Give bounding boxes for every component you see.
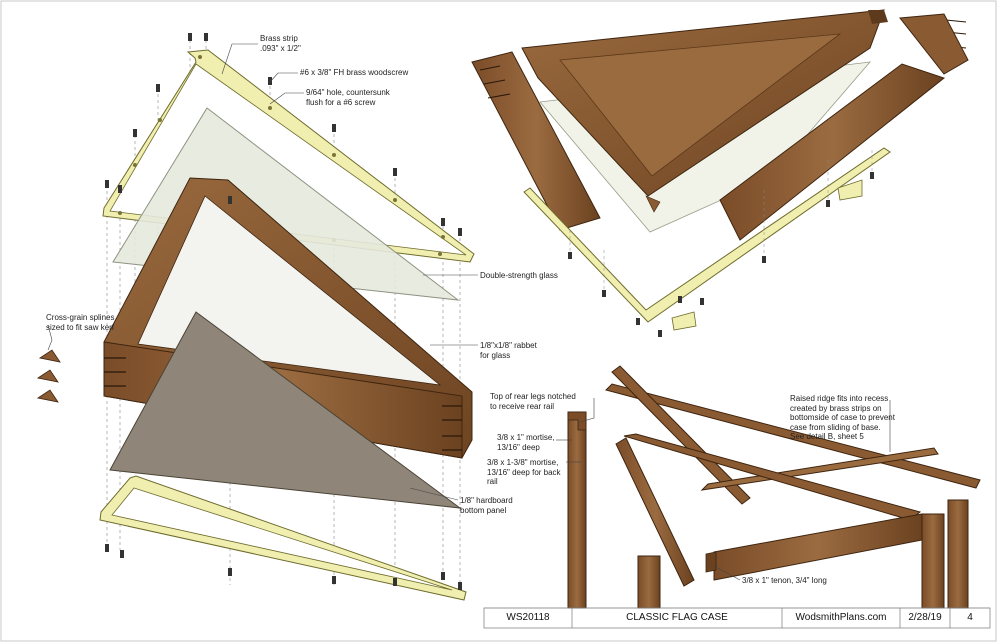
title-block	[483, 607, 991, 629]
callout-woodscrew: #6 x 3/8" FH brass woodscrew	[300, 68, 409, 77]
callout-rear-legs: Top of rear legs notched to receive rear…	[490, 392, 576, 411]
callout-splines: Cross-grain splines sized to fit saw ker…	[46, 313, 115, 332]
callout-hardboard: 1/8" hardboard bottom panel	[460, 496, 513, 515]
callout-rabbet: 1/8"x1/8" rabbet for glass	[480, 341, 537, 360]
corner-assembly	[471, 9, 969, 337]
screw-icons	[105, 33, 462, 590]
plan-number: WS20118	[506, 612, 550, 623]
callout-mortise-1: 3/8 x 1" mortise, 13/16" deep	[497, 433, 555, 452]
callout-glass: Double-strength glass	[480, 271, 558, 280]
website: WodsmithPlans.com	[795, 612, 887, 623]
callout-leaders	[47, 43, 478, 501]
plan-date: 2/28/19	[908, 612, 942, 623]
callout-hole: 9/64" hole, countersunk flush for a #6 s…	[306, 88, 390, 107]
spline-pieces	[36, 349, 61, 403]
plan-title: CLASSIC FLAG CASE	[626, 612, 728, 623]
hardboard-bottom-panel	[109, 311, 462, 509]
callout-tenon: 3/8 x 1" tenon, 3/4" long	[742, 576, 827, 585]
base-assembly	[484, 365, 990, 609]
callout-mortise-2: 3/8 x 1-3/8" mortise, 13/16" deep for ba…	[487, 458, 561, 486]
callout-raised-ridge: Raised ridge fits into recess created by…	[790, 394, 895, 441]
callout-brass-strip: Brass strip .093" x 1/2"	[260, 34, 301, 53]
sheet-number: 4	[967, 612, 973, 623]
